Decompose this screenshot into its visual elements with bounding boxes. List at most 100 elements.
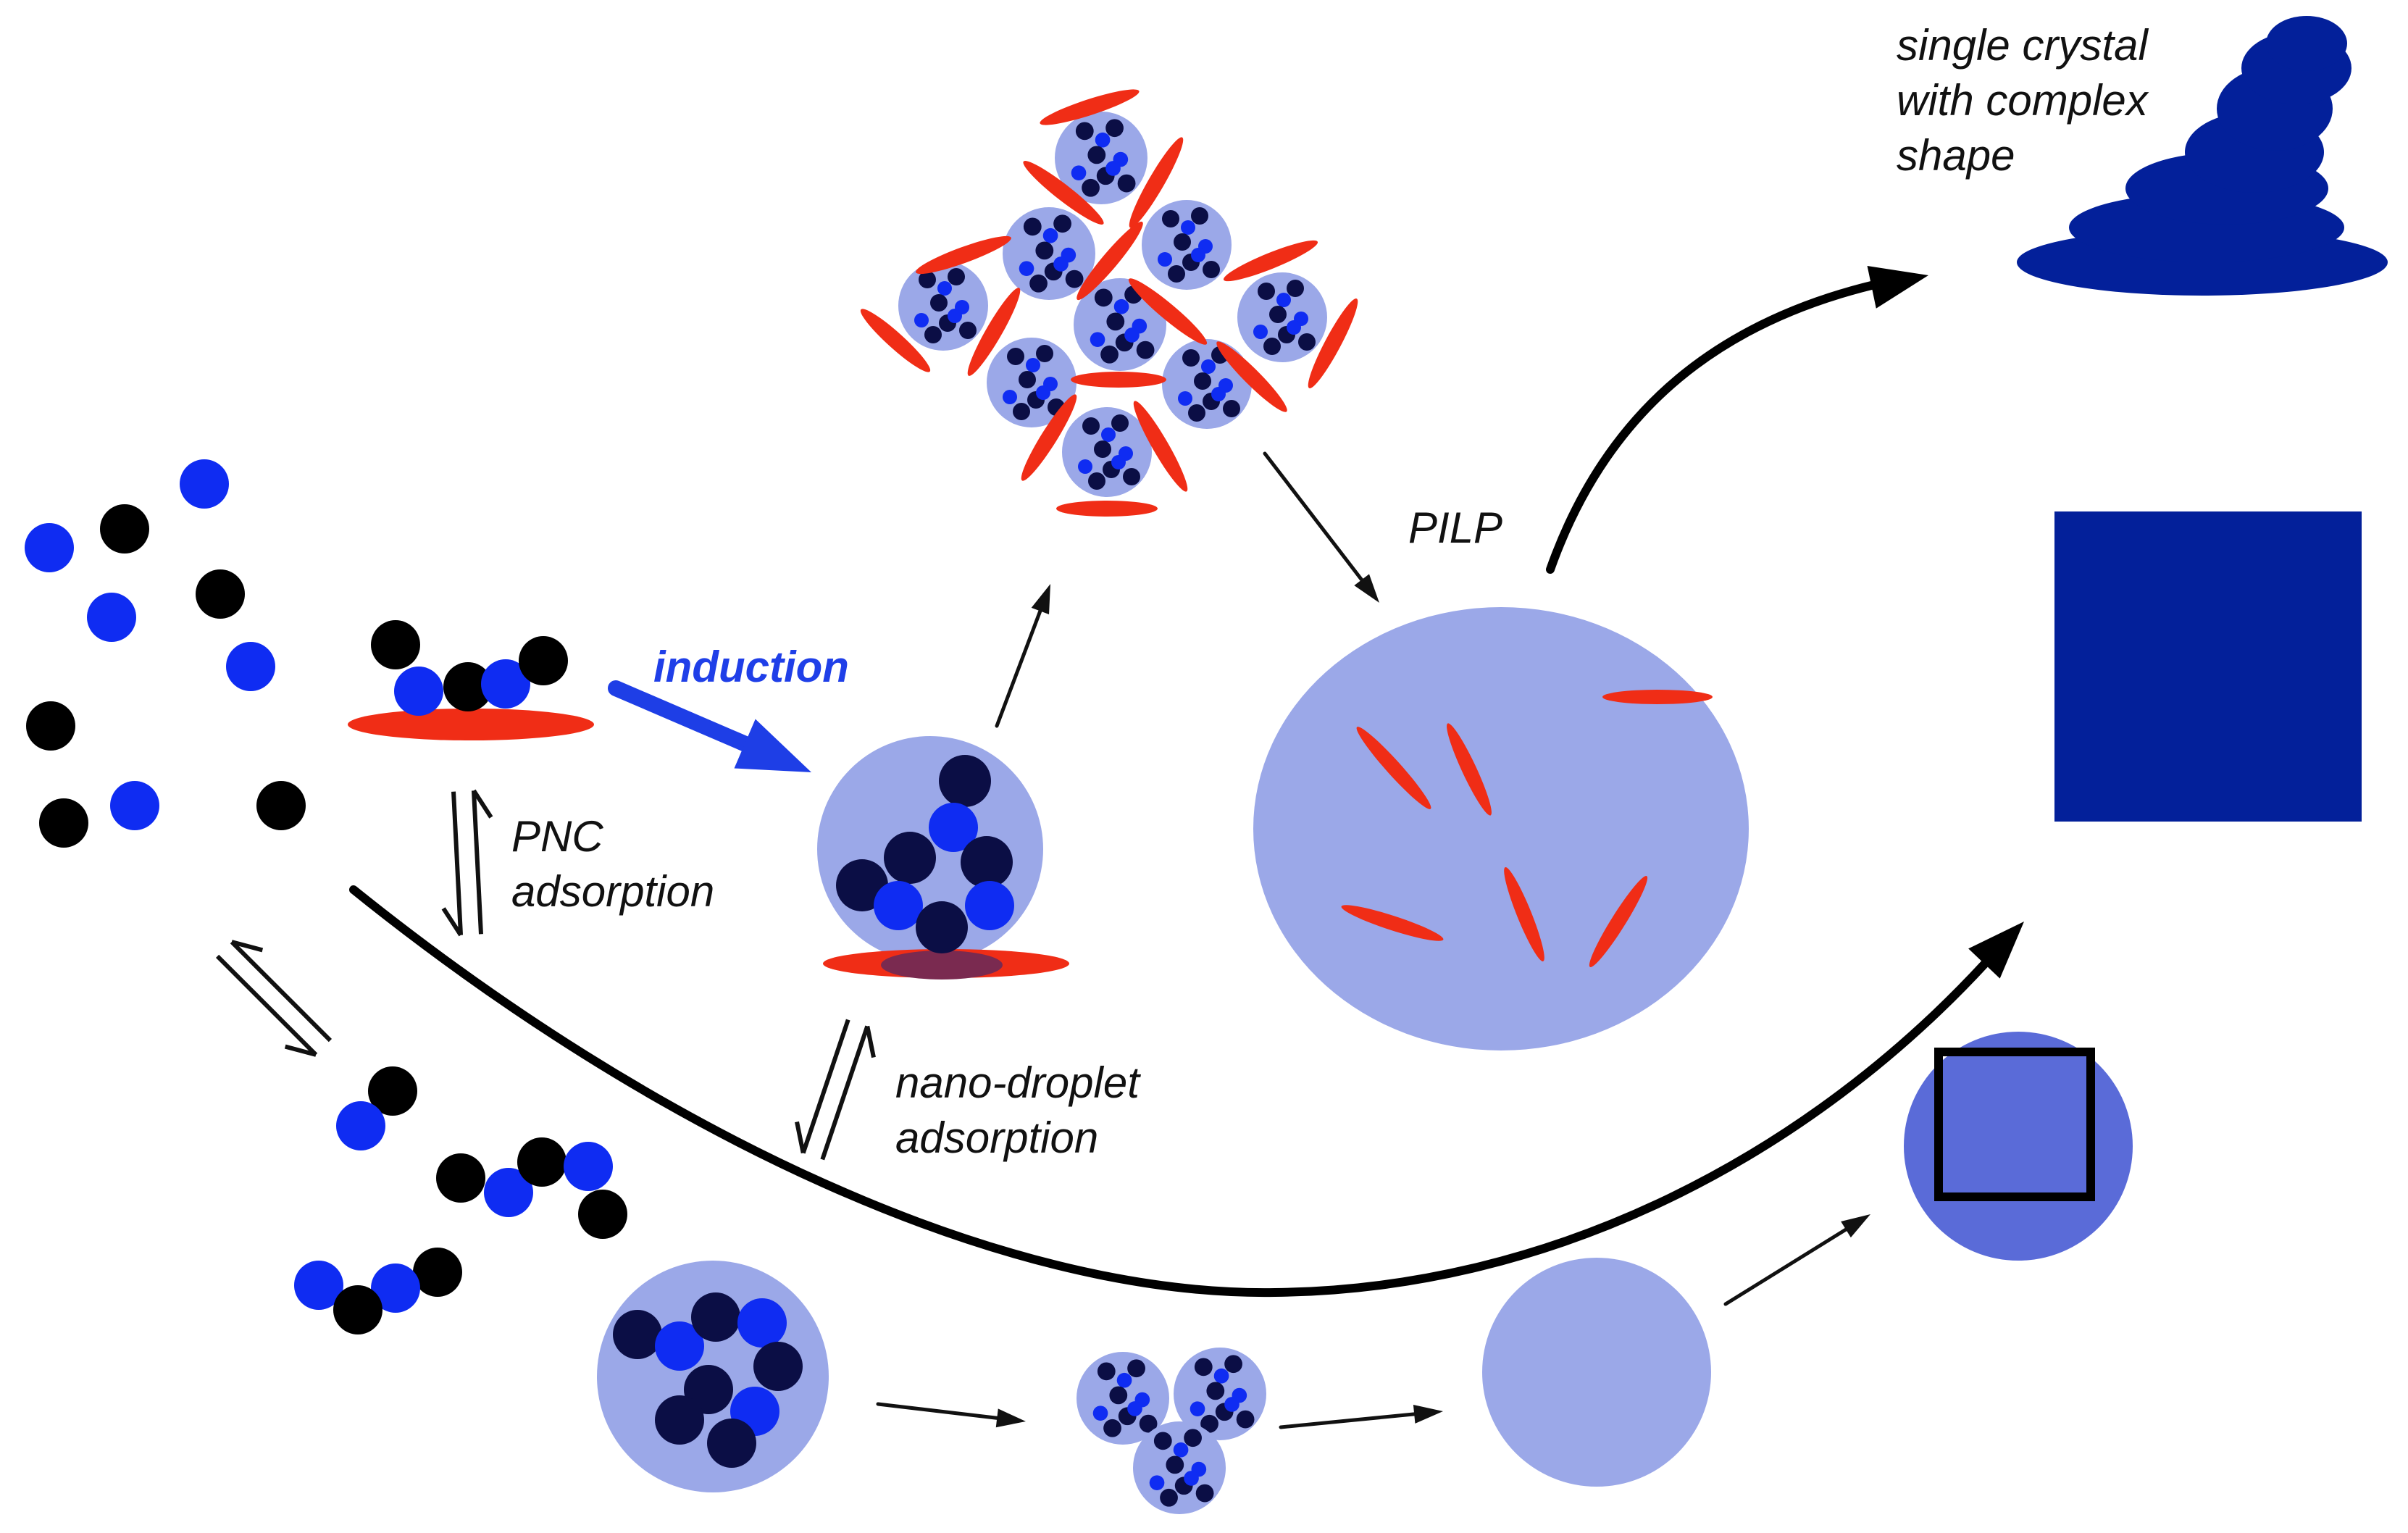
agg-cluster-4-ion-3: [1106, 312, 1125, 331]
agg-cluster-4-ion-8: [1100, 345, 1119, 364]
arrow-droplet-to-trio-shaft: [876, 1402, 1005, 1421]
agg-cluster-6-ion-1: [1201, 359, 1216, 374]
agg-cluster-2-ion-7: [959, 322, 977, 339]
trio-cluster-left-ion-7: [1139, 1414, 1158, 1433]
ion-chains: [294, 1066, 627, 1334]
free-ion-3: [196, 569, 245, 619]
core-shell-crystal-outline: [1934, 1048, 2095, 1201]
adsorbed-droplet-ion-1: [929, 803, 978, 852]
agg-cluster-8-ion-7: [1123, 468, 1140, 485]
agg-cluster-6-ion-7: [1223, 400, 1240, 417]
agg-cluster-5-ion-9: [1036, 385, 1050, 400]
arrow-to-core-shell-shaft: [1723, 1224, 1853, 1306]
single-crystal-label-line2: with complex: [1897, 76, 2148, 125]
induction-arrow: [608, 680, 811, 772]
amorphous-droplet: [1482, 1258, 1711, 1487]
free-ion-4: [87, 593, 136, 642]
trio-cluster-right-ion-9: [1224, 1397, 1239, 1412]
agg-cluster-5: [987, 338, 1077, 427]
agg-additive-4: [1077, 221, 1143, 301]
agg-cluster-3-ion-2: [1191, 207, 1208, 225]
agg-additive-14: [1056, 501, 1158, 517]
arrow-classical-route-shaft: [349, 885, 1989, 1298]
agg-cluster-2-ion-3: [930, 294, 948, 312]
agg-cluster-8-ion-5: [1078, 459, 1092, 474]
additive-film: [348, 709, 594, 740]
pnc-droplet: [597, 1261, 829, 1492]
trio-cluster-right-ion-0: [1194, 1358, 1213, 1377]
additive-stabilized-clusters: [860, 89, 1358, 517]
induction-label: induction: [653, 643, 849, 691]
arrow-trio-to-droplet-shaft: [1279, 1411, 1422, 1429]
equilibrium-nano-droplet-adsorption: [795, 1019, 876, 1161]
agg-additive-8: [1223, 240, 1318, 282]
trio-cluster-right: [1174, 1348, 1266, 1440]
agg-cluster-4-ion-5: [1090, 332, 1105, 347]
agg-cluster-8-ion-0: [1082, 417, 1100, 435]
chain-ion-6: [578, 1190, 627, 1239]
pnc-ion-0: [371, 620, 420, 669]
chain-ion-1: [336, 1101, 385, 1150]
free-ion-8: [39, 798, 88, 848]
arrow-droplet-to-trio-head: [995, 1408, 1026, 1428]
agg-cluster-1-ion-8: [1029, 274, 1048, 293]
trio-cluster-right-ion-3: [1206, 1382, 1225, 1400]
induction-arrow-head: [734, 719, 811, 772]
square-crystal: [2054, 511, 2362, 822]
pnc-ion-3: [481, 659, 530, 709]
free-ion-6: [26, 701, 75, 751]
trio-cluster-right-ion-8: [1200, 1414, 1218, 1433]
nano-droplet-adsorption-label-line2: adsorption: [895, 1114, 1099, 1162]
agg-cluster-8-ion-9: [1111, 455, 1126, 469]
agg-cluster-1-ion-1: [1042, 227, 1058, 243]
trio-cluster-right-ion-2: [1224, 1355, 1242, 1374]
trio-cluster-bottom-ion-2: [1184, 1429, 1202, 1448]
agg-cluster-7-ion-3: [1269, 306, 1287, 323]
equilibrium-nano-droplet-adsorption-forward-line: [800, 1019, 850, 1154]
equilibrium-ion-pairing-reverse-barb: [231, 940, 264, 953]
trio-cluster-right-ion-5: [1190, 1401, 1205, 1416]
pilp-droplet: [1253, 607, 1749, 1050]
single-crystal-complex: [2017, 16, 2388, 296]
pnc-droplet-ion-0: [613, 1310, 662, 1359]
adsorbed-droplet-ion-2: [884, 832, 936, 884]
agg-cluster-7-ion-9: [1287, 320, 1301, 335]
free-ion-7: [110, 781, 159, 830]
trio-cluster-bottom-ion-5: [1149, 1475, 1165, 1490]
equilibrium-nano-droplet-adsorption-forward-barb: [795, 1121, 806, 1154]
trio-cluster-left-ion-2: [1127, 1359, 1145, 1378]
agg-additive-0: [1040, 89, 1140, 125]
agg-cluster-1-ion-0: [1023, 217, 1042, 236]
trio-cluster-left-ion-9: [1127, 1401, 1142, 1416]
agg-cluster-8-ion-2: [1111, 414, 1129, 432]
trio-cluster-left-ion-0: [1097, 1362, 1116, 1381]
trio-cluster-bottom-ion-1: [1173, 1442, 1189, 1458]
pnc-droplet-ion-7: [655, 1395, 704, 1445]
pilp-additive-4: [1504, 866, 1544, 962]
pnc-adsorption-label-line1: PNC: [511, 812, 603, 861]
agg-cluster-0: [1055, 112, 1147, 204]
trio-cluster-bottom-ion-8: [1160, 1488, 1178, 1507]
trio-cluster-right-ion-7: [1236, 1410, 1255, 1429]
arrow-droplet-to-trio: [876, 1402, 1026, 1428]
pilp-additive-5: [1589, 876, 1648, 967]
agg-cluster-6-ion-9: [1211, 387, 1226, 401]
equilibrium-pnc-adsorption-reverse-line: [471, 790, 483, 935]
chain-ion-7: [413, 1248, 462, 1297]
arrow-to-pilp: [1263, 451, 1379, 603]
agg-cluster-6-ion-0: [1182, 349, 1200, 367]
agg-cluster-0-ion-1: [1095, 132, 1111, 148]
agg-additive-3: [916, 235, 1011, 275]
arrow-pilp-to-crystal-head: [1867, 265, 1928, 309]
equilibrium-ion-pairing-forward-line: [215, 954, 318, 1057]
pnc-ion-2: [443, 662, 493, 711]
equilibrium-nano-droplet-adsorption-reverse-line: [820, 1025, 870, 1161]
adsorbed-droplet-ion-7: [916, 901, 968, 953]
adsorbed-droplet: [817, 736, 1069, 979]
arrow-trio-to-droplet: [1279, 1404, 1443, 1429]
agg-cluster-0-ion-8: [1082, 178, 1100, 197]
chain-ion-10: [333, 1285, 382, 1334]
free-ions: [25, 459, 306, 848]
agg-cluster-4-ion-7: [1136, 341, 1155, 359]
